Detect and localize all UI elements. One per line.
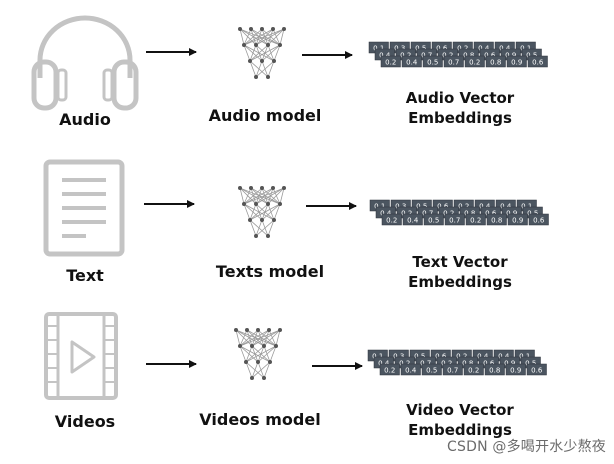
svg-text:0.5: 0.5 (426, 367, 437, 375)
svg-text:0.8: 0.8 (489, 367, 500, 375)
svg-text:0.2: 0.2 (457, 45, 468, 53)
input-label-text: Text (66, 266, 104, 285)
svg-text:0.5: 0.5 (526, 52, 537, 60)
svg-text:0.1: 0.1 (521, 203, 532, 211)
embedding-label-text-line2: Embeddings (408, 273, 512, 291)
svg-text:0.2: 0.2 (456, 353, 467, 361)
headphones-icon (31, 15, 139, 111)
svg-text:0.7: 0.7 (449, 217, 460, 225)
svg-text:0.9: 0.9 (506, 210, 517, 218)
svg-text:0.2: 0.2 (384, 367, 395, 375)
svg-text:0.4: 0.4 (479, 203, 491, 211)
watermark: CSDN @多喝开水少熬夜 (447, 439, 606, 455)
svg-text:0.9: 0.9 (504, 360, 515, 368)
svg-text:0.5: 0.5 (427, 59, 438, 67)
document-icon (43, 159, 125, 257)
svg-text:0.7: 0.7 (420, 360, 431, 368)
model-label-text: Texts model (215, 262, 325, 281)
svg-text:0.6: 0.6 (484, 52, 496, 60)
embedding-label-text-line1: Text Vector (412, 253, 508, 271)
embedding-label-videos-line2: Embeddings (408, 421, 512, 439)
svg-text:0.4: 0.4 (477, 353, 489, 361)
svg-text:0.8: 0.8 (490, 59, 501, 67)
svg-text:0.2: 0.2 (470, 217, 481, 225)
svg-text:0.5: 0.5 (428, 217, 439, 225)
svg-text:0.2: 0.2 (443, 210, 454, 218)
svg-text:0.2: 0.2 (468, 367, 479, 375)
svg-text:0.3: 0.3 (393, 353, 404, 361)
svg-text:0.1: 0.1 (519, 353, 530, 361)
video-icon (44, 312, 118, 400)
svg-text:0.5: 0.5 (415, 45, 426, 53)
svg-text:0.9: 0.9 (512, 217, 523, 225)
model-label-videos: Videos model (199, 410, 321, 429)
svg-text:0.6: 0.6 (531, 367, 543, 375)
svg-text:0.7: 0.7 (421, 52, 432, 60)
svg-text:0.4: 0.4 (407, 217, 419, 225)
svg-text:0.6: 0.6 (485, 210, 497, 218)
svg-text:0.2: 0.2 (469, 59, 480, 67)
svg-text:0.3: 0.3 (394, 45, 405, 53)
svg-text:0.8: 0.8 (462, 360, 473, 368)
svg-text:0.2: 0.2 (458, 203, 469, 211)
input-label-audio: Audio (59, 110, 111, 129)
svg-text:0.6: 0.6 (437, 203, 449, 211)
videos-model-network-icon (234, 328, 282, 380)
embedding-label-audio-line1: Audio Vector (405, 89, 515, 107)
svg-text:0.9: 0.9 (510, 367, 521, 375)
svg-text:0.4: 0.4 (378, 360, 390, 368)
svg-text:0.1: 0.1 (374, 203, 385, 211)
svg-text:0.3: 0.3 (395, 203, 406, 211)
svg-text:0.2: 0.2 (400, 52, 411, 60)
svg-text:0.8: 0.8 (491, 217, 502, 225)
svg-text:0.4: 0.4 (380, 210, 392, 218)
svg-text:0.7: 0.7 (448, 59, 459, 67)
svg-text:0.8: 0.8 (464, 210, 475, 218)
svg-text:0.6: 0.6 (483, 360, 495, 368)
svg-text:0.2: 0.2 (442, 52, 453, 60)
svg-text:0.9: 0.9 (505, 52, 516, 60)
svg-text:0.2: 0.2 (399, 360, 410, 368)
svg-text:0.5: 0.5 (527, 210, 538, 218)
svg-text:0.4: 0.4 (498, 353, 510, 361)
svg-text:0.1: 0.1 (520, 45, 531, 53)
svg-text:0.2: 0.2 (441, 360, 452, 368)
svg-text:0.4: 0.4 (406, 59, 418, 67)
svg-text:0.2: 0.2 (386, 217, 397, 225)
input-label-videos: Videos (54, 412, 116, 431)
svg-text:0.4: 0.4 (405, 367, 417, 375)
svg-text:0.9: 0.9 (511, 59, 522, 67)
svg-text:0.1: 0.1 (372, 353, 383, 361)
svg-text:0.6: 0.6 (533, 217, 545, 225)
svg-text:0.4: 0.4 (500, 203, 512, 211)
svg-text:0.6: 0.6 (532, 59, 544, 67)
embedding-label-audio-line2: Embeddings (408, 109, 512, 127)
svg-text:0.2: 0.2 (385, 59, 396, 67)
svg-text:0.7: 0.7 (447, 367, 458, 375)
svg-text:0.1: 0.1 (373, 45, 384, 53)
svg-text:0.4: 0.4 (478, 45, 490, 53)
svg-text:0.5: 0.5 (416, 203, 427, 211)
svg-text:0.8: 0.8 (463, 52, 474, 60)
svg-text:0.4: 0.4 (379, 52, 391, 60)
svg-text:0.6: 0.6 (436, 45, 448, 53)
svg-text:0.5: 0.5 (414, 353, 425, 361)
audio-model-network-icon (238, 27, 286, 79)
svg-text:0.4: 0.4 (499, 45, 511, 53)
embedding-label-videos-line1: Video Vector (406, 401, 514, 419)
text-model-network-icon (238, 186, 286, 238)
svg-text:0.7: 0.7 (422, 210, 433, 218)
svg-text:0.2: 0.2 (401, 210, 412, 218)
svg-text:0.5: 0.5 (525, 360, 536, 368)
svg-text:0.6: 0.6 (435, 353, 447, 361)
model-label-audio: Audio model (208, 106, 322, 125)
